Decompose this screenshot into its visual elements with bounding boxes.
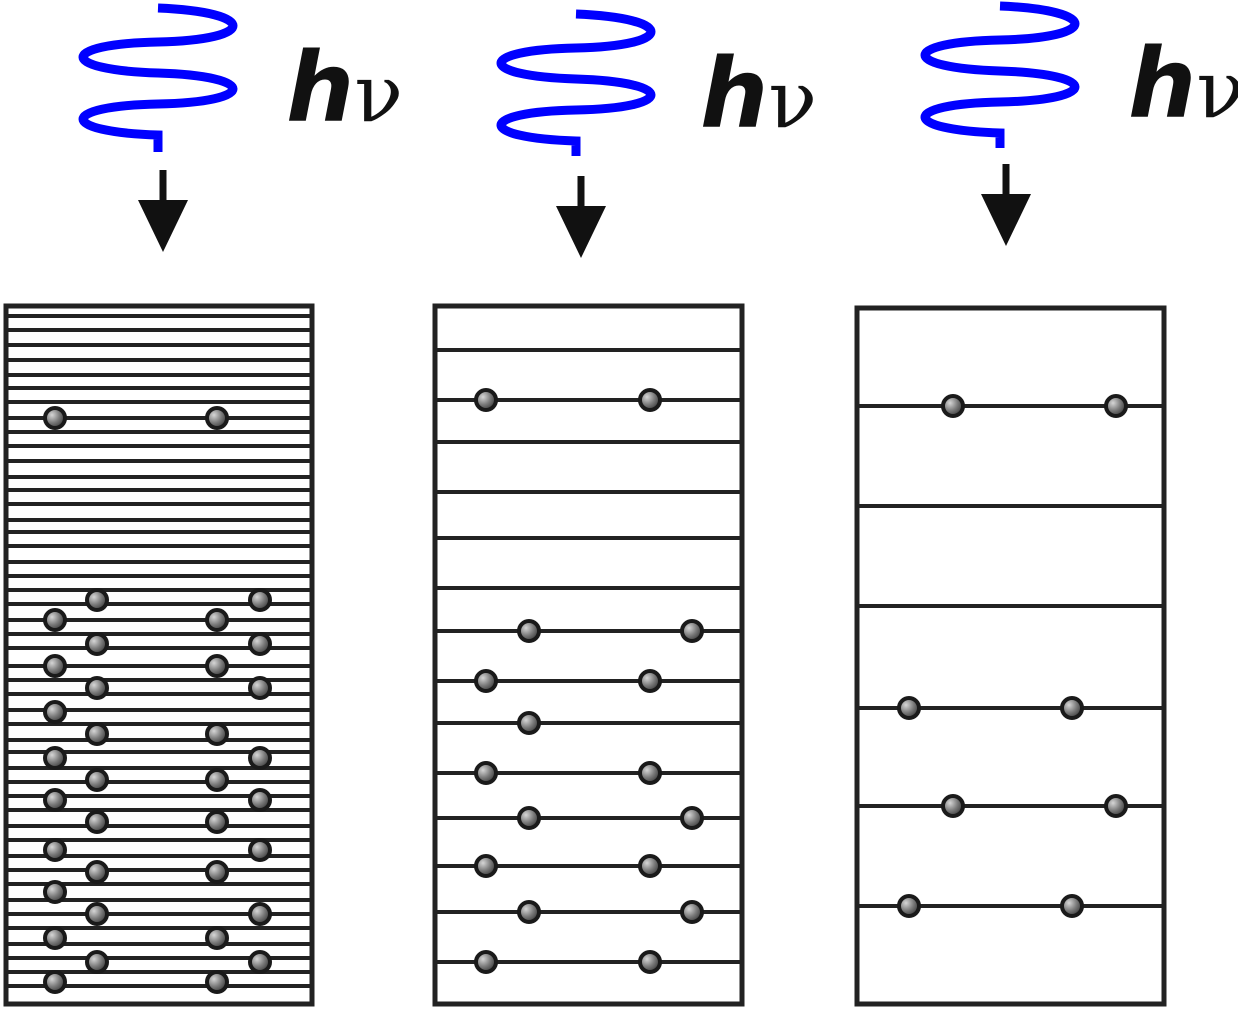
panel-1-electron: [43, 746, 67, 770]
frequency-nu: ν: [354, 47, 403, 140]
panel-2-electron: [638, 950, 662, 974]
panel-2-electron: [517, 711, 541, 735]
photon-energy-label: hν: [286, 40, 403, 136]
energy-levels: [6, 314, 1164, 988]
planck-h: h: [1128, 28, 1197, 140]
panel-1-electron: [85, 768, 109, 792]
panel-1-electron: [85, 722, 109, 746]
panel-1-electron: [43, 838, 67, 862]
panel-1-electron: [248, 632, 272, 656]
panel-2-electron: [474, 669, 498, 693]
planck-h: h: [700, 38, 769, 150]
panel-1-electron: [85, 588, 109, 612]
panel-2-electron: [638, 669, 662, 693]
panel-2-electron: [474, 854, 498, 878]
panel-3-electron: [1104, 794, 1128, 818]
panel-1-electron: [205, 768, 229, 792]
panel-1-electron: [205, 608, 229, 632]
panel-1-electron: [43, 926, 67, 950]
frequency-nu: ν: [768, 53, 817, 146]
photon-wave-2-path: [496, 9, 656, 156]
electrons: [43, 388, 1128, 994]
panel-1-electron: [205, 406, 229, 430]
panel-2-box: [432, 303, 745, 1007]
panel-2-electron: [517, 900, 541, 924]
panel-1-electron: [85, 810, 109, 834]
down-arrow-icon: [138, 170, 188, 252]
panel-1-electron: [43, 608, 67, 632]
panel-3-electron: [897, 894, 921, 918]
panel-2-electron: [680, 806, 704, 830]
panel-2-electron: [680, 900, 704, 924]
panel-1-electron: [248, 788, 272, 812]
panel-1-electron: [85, 676, 109, 700]
panel-3-electron: [897, 696, 921, 720]
panel-1-electron: [43, 880, 67, 904]
panel-1-electron: [43, 406, 67, 430]
panel-1-electron: [85, 950, 109, 974]
panel-1-electron: [248, 838, 272, 862]
panel-3-electron: [1060, 894, 1084, 918]
panel-1-electron: [43, 788, 67, 812]
panel-2-electron: [474, 950, 498, 974]
panel-1-electron: [248, 746, 272, 770]
panel-2-electron: [517, 619, 541, 643]
panel-3-box: [854, 305, 1167, 1007]
panel-1-electron: [205, 722, 229, 746]
panel-2-electron: [474, 388, 498, 412]
panel-1-electron: [43, 970, 67, 994]
panel-3-electron: [1104, 394, 1128, 418]
panel-1-electron: [43, 654, 67, 678]
photon-energy-label: hν: [700, 46, 817, 142]
panel-1-electron: [248, 588, 272, 612]
panel-1-electron: [205, 654, 229, 678]
panel-1-electron: [205, 860, 229, 884]
panel-1-box: [3, 303, 315, 1007]
panel-1-electron: [248, 950, 272, 974]
panel-2-electron: [474, 761, 498, 785]
panel-2-electron: [638, 761, 662, 785]
panel-3-electron: [941, 394, 965, 418]
photon-wave-2: [496, 9, 656, 156]
photon-energy-label: hν: [1128, 36, 1238, 132]
panel-1-electron: [43, 700, 67, 724]
panel-2-electron: [680, 619, 704, 643]
photon-wave-1-path: [78, 3, 238, 152]
panel-1-electron: [85, 902, 109, 926]
panel-1-electron: [85, 632, 109, 656]
photon-wave-3-path: [920, 1, 1080, 148]
down-arrow-icon: [981, 164, 1031, 246]
panel-2-electron: [638, 388, 662, 412]
photon-wave-1: [78, 3, 238, 152]
panel-3-electron: [1060, 696, 1084, 720]
planck-h: h: [286, 32, 355, 144]
panel-1-electron: [205, 810, 229, 834]
photon-wave-3: [920, 1, 1080, 148]
panel-1-electron: [248, 676, 272, 700]
panel-2-electron: [638, 854, 662, 878]
panel-1-electron: [205, 970, 229, 994]
panel-1-electron: [248, 902, 272, 926]
panel-1-electron: [205, 926, 229, 950]
panel-1-electron: [85, 860, 109, 884]
down-arrow-icon: [556, 176, 606, 258]
panel-2-electron: [517, 806, 541, 830]
panel-3-electron: [941, 794, 965, 818]
frequency-nu: ν: [1196, 43, 1238, 136]
